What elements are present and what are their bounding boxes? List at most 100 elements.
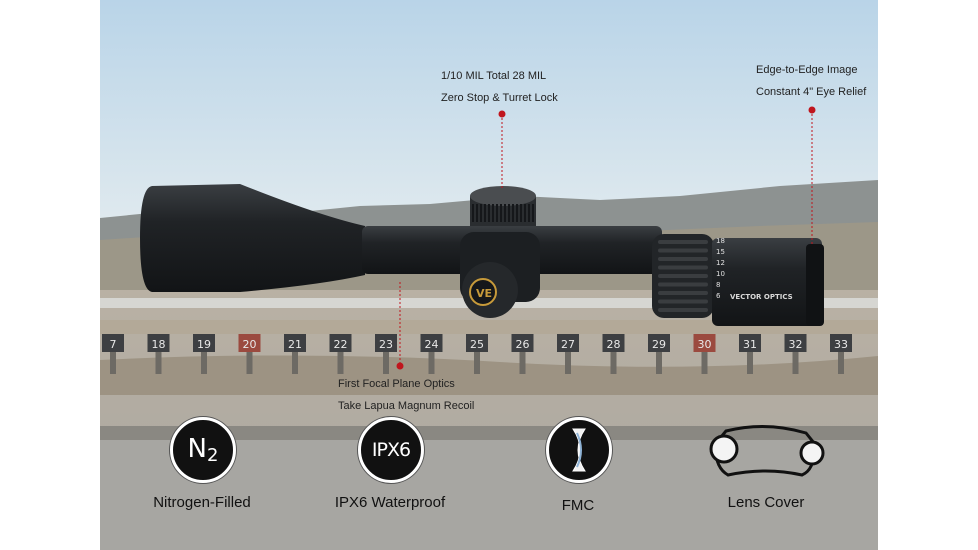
magnification-mark: 12 (716, 259, 725, 267)
feature-label-waterproof: IPX6 Waterproof (334, 494, 446, 511)
knurl-groove (496, 204, 498, 222)
lens-coating-icon (546, 417, 612, 483)
target-board: 24 (420, 334, 443, 374)
magnification-ribs (658, 240, 708, 312)
rifle-scope: VE VECTOR OPTICS 6 8 10 12 15 18 (140, 184, 824, 326)
knurl-groove (520, 204, 522, 222)
lens-cover-icon (706, 423, 828, 479)
target-board: 21 (284, 334, 306, 374)
target-board: 23 (375, 334, 397, 374)
target-number: 30 (698, 338, 712, 351)
ring-rib (658, 299, 708, 304)
brand-text: VECTOR OPTICS (730, 293, 793, 301)
nitrogen-badge-text: N2N2 (187, 434, 219, 466)
feature-label-lens-cover: Lens Cover (727, 494, 805, 511)
target-number: 33 (834, 338, 848, 351)
knurl-groove (492, 204, 494, 222)
ring-rib (658, 240, 708, 244)
knurl-groove (532, 204, 534, 222)
feature-label-nitrogen: Nitrogen-Filled (153, 494, 251, 511)
target-boards: 7 18 19 20 21 22 23 24 25 26 27 28 29 30 31 32 33 (102, 334, 852, 374)
ring-rib (658, 282, 708, 287)
target-number: 18 (152, 338, 166, 351)
waterproof-badge-text: IPX6 (371, 439, 411, 461)
ring-rib (658, 248, 708, 253)
eyepiece (712, 238, 822, 326)
target-board: 27 (557, 334, 579, 374)
feature-label-fmc: FMC (561, 497, 595, 514)
turret-callout-dot (498, 110, 506, 118)
magnification-mark: 10 (716, 270, 725, 278)
fence-line (100, 426, 878, 440)
target-board: 19 (193, 334, 215, 374)
knurl-groove (488, 204, 490, 222)
objective-callout-dot (396, 362, 404, 370)
knurl-groove (512, 204, 514, 222)
product-photo: 7 18 19 20 21 22 23 24 25 26 27 28 29 30 31 32 33 VE VEC… (100, 0, 878, 550)
turret-callout-line2: Zero Stop & Turret Lock (441, 92, 558, 104)
range-scene: 7 18 19 20 21 22 23 24 25 26 27 28 29 30 31 32 33 VE VEC… (100, 0, 878, 550)
target-number: 25 (470, 338, 484, 351)
knurl-groove (528, 204, 530, 222)
target-board: 26 (511, 334, 534, 374)
ring-rib (658, 274, 708, 278)
objective-callout: First Focal Plane Optics Take Lapua Magn… (338, 373, 474, 417)
target-number: 24 (425, 338, 439, 351)
target-number: 29 (652, 338, 666, 351)
target-number: 27 (561, 338, 575, 351)
knurl-groove (480, 204, 482, 222)
ring-rib (658, 257, 708, 261)
turret-callout: 1/10 MIL Total 28 MIL Zero Stop & Turret… (441, 65, 558, 109)
target-number: 26 (516, 338, 530, 351)
eyepiece-callout-line2: Constant 4" Eye Relief (756, 86, 867, 98)
magnification-mark: 15 (716, 248, 725, 256)
target-number: 7 (110, 338, 117, 351)
target-number: 20 (243, 338, 257, 351)
target-number: 22 (334, 338, 348, 351)
target-board: 18 (147, 334, 170, 374)
objective-callout-line2: Take Lapua Magnum Recoil (338, 400, 475, 412)
magnification-mark: 6 (716, 292, 721, 300)
magnification-mark: 18 (716, 237, 725, 245)
lens-glyph (572, 428, 586, 472)
target-board: 25 (466, 334, 488, 374)
target-board: 7 (102, 334, 124, 374)
target-number: 31 (743, 338, 757, 351)
target-number: 19 (197, 338, 211, 351)
knurl-groove (484, 204, 486, 222)
knurl-groove (504, 204, 506, 222)
turret-callout-line1: 1/10 MIL Total 28 MIL (441, 70, 547, 82)
eyepiece-callout-line1: Edge-to-Edge Image (756, 64, 858, 76)
target-board: 20 (238, 334, 261, 374)
elevation-turret-cap (470, 186, 536, 206)
eyepiece-callout: Edge-to-Edge Image Constant 4" Eye Relie… (756, 59, 866, 103)
target-board: 29 (648, 334, 670, 374)
berm (100, 320, 878, 334)
objective-bell (140, 184, 365, 292)
target-board: 30 (693, 334, 716, 374)
magnification-marks: 6 8 10 12 15 18 (716, 237, 725, 300)
target-board: 33 (830, 334, 852, 374)
knurl-groove (524, 204, 526, 222)
turret-knurling (472, 204, 534, 222)
brand-logo-mark: VE (476, 287, 492, 300)
target-number: 32 (789, 338, 803, 351)
waterproof-icon: IPX6 (358, 417, 424, 483)
eyepiece-rim (806, 244, 824, 326)
target-number: 23 (379, 338, 393, 351)
nitrogen-icon: N2N2 (170, 417, 236, 483)
target-board: 31 (739, 334, 761, 374)
brand-logo-icon (469, 278, 497, 306)
target-board: 32 (784, 334, 807, 374)
target-number: 28 (607, 338, 621, 351)
ring-rib (658, 291, 708, 295)
knurl-groove (476, 204, 478, 222)
magnification-mark: 8 (716, 281, 720, 289)
knurl-groove (472, 204, 474, 222)
eyepiece-callout-dot (808, 106, 816, 114)
knurl-groove (516, 204, 518, 222)
ring-rib (658, 308, 708, 312)
target-board: 22 (329, 334, 352, 374)
target-number: 21 (288, 338, 302, 351)
ring-rib (658, 265, 708, 270)
